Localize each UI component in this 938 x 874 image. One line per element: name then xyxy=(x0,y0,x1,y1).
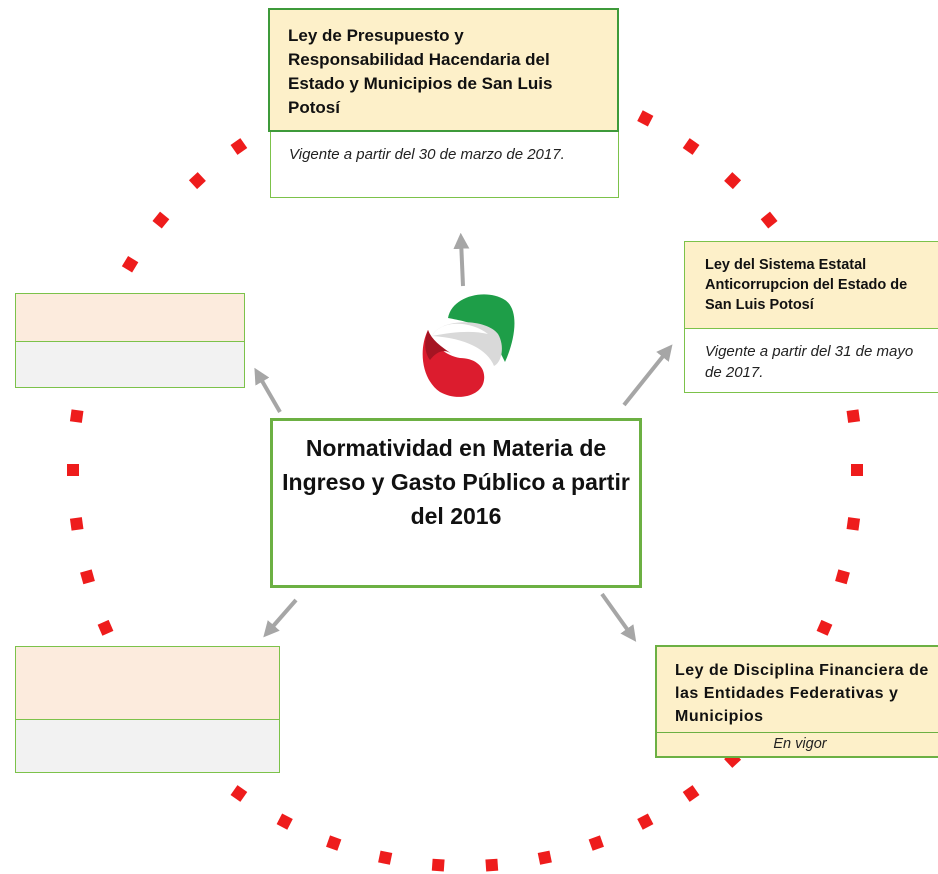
law-title: Ley de Presupuesto y Responsabilidad Hac… xyxy=(268,8,619,132)
ring-dash xyxy=(230,138,248,155)
ring-dash xyxy=(152,211,170,229)
ring-dash xyxy=(121,255,139,273)
ring-dash xyxy=(816,619,833,636)
ring-dash xyxy=(637,110,654,127)
ring-dash xyxy=(485,858,499,872)
arrow-to-top xyxy=(453,232,470,287)
law-box-header xyxy=(15,293,245,342)
state-logo-icon xyxy=(422,294,515,397)
ring-dash xyxy=(637,813,654,830)
ring-dash xyxy=(97,619,114,636)
arrow-to-right-bottom xyxy=(600,592,637,642)
ring-dash xyxy=(835,569,850,585)
law-title: Ley de Disciplina Financiera de las Enti… xyxy=(655,645,938,733)
arrow-to-right-top xyxy=(622,344,673,407)
law-effective-note: Vigente a partir del 31 de mayo de 2017. xyxy=(684,329,938,393)
central-topic-title: Normatividad en Materia de Ingreso y Gas… xyxy=(282,435,630,529)
ring-dash xyxy=(724,172,742,190)
ring-dash xyxy=(69,409,84,423)
law-status-note: En vigor xyxy=(655,733,938,758)
arrow-to-left-top xyxy=(254,367,282,414)
law-effective-note: Vigente a partir del 30 de marzo de 2017… xyxy=(270,132,619,198)
law-box-footer xyxy=(15,720,280,773)
ring-dash xyxy=(537,850,552,865)
law-box-footer xyxy=(15,342,245,388)
law-box-header xyxy=(15,646,280,720)
ring-dash xyxy=(682,138,700,155)
ring-dash xyxy=(682,785,700,802)
ring-dash xyxy=(67,464,79,476)
ring-dash xyxy=(69,517,84,531)
ring-dash xyxy=(80,569,95,585)
ring-dash xyxy=(846,517,861,531)
ring-dash xyxy=(431,858,445,872)
ring-dash xyxy=(846,409,861,423)
ring-dash xyxy=(378,850,393,865)
ring-dash xyxy=(760,211,778,229)
ring-dash xyxy=(188,172,206,190)
ring-dash xyxy=(588,835,604,851)
ring-dash xyxy=(230,785,248,802)
connector-arrows xyxy=(254,232,673,642)
central-topic-box: Normatividad en Materia de Ingreso y Gas… xyxy=(270,418,642,588)
ring-dash xyxy=(276,813,293,830)
arrow-to-left-bottom xyxy=(263,598,298,638)
ring-dash xyxy=(326,835,342,851)
law-title: Ley del Sistema Estatal Anticorrupcion d… xyxy=(684,241,938,329)
ring-dash xyxy=(851,464,863,476)
